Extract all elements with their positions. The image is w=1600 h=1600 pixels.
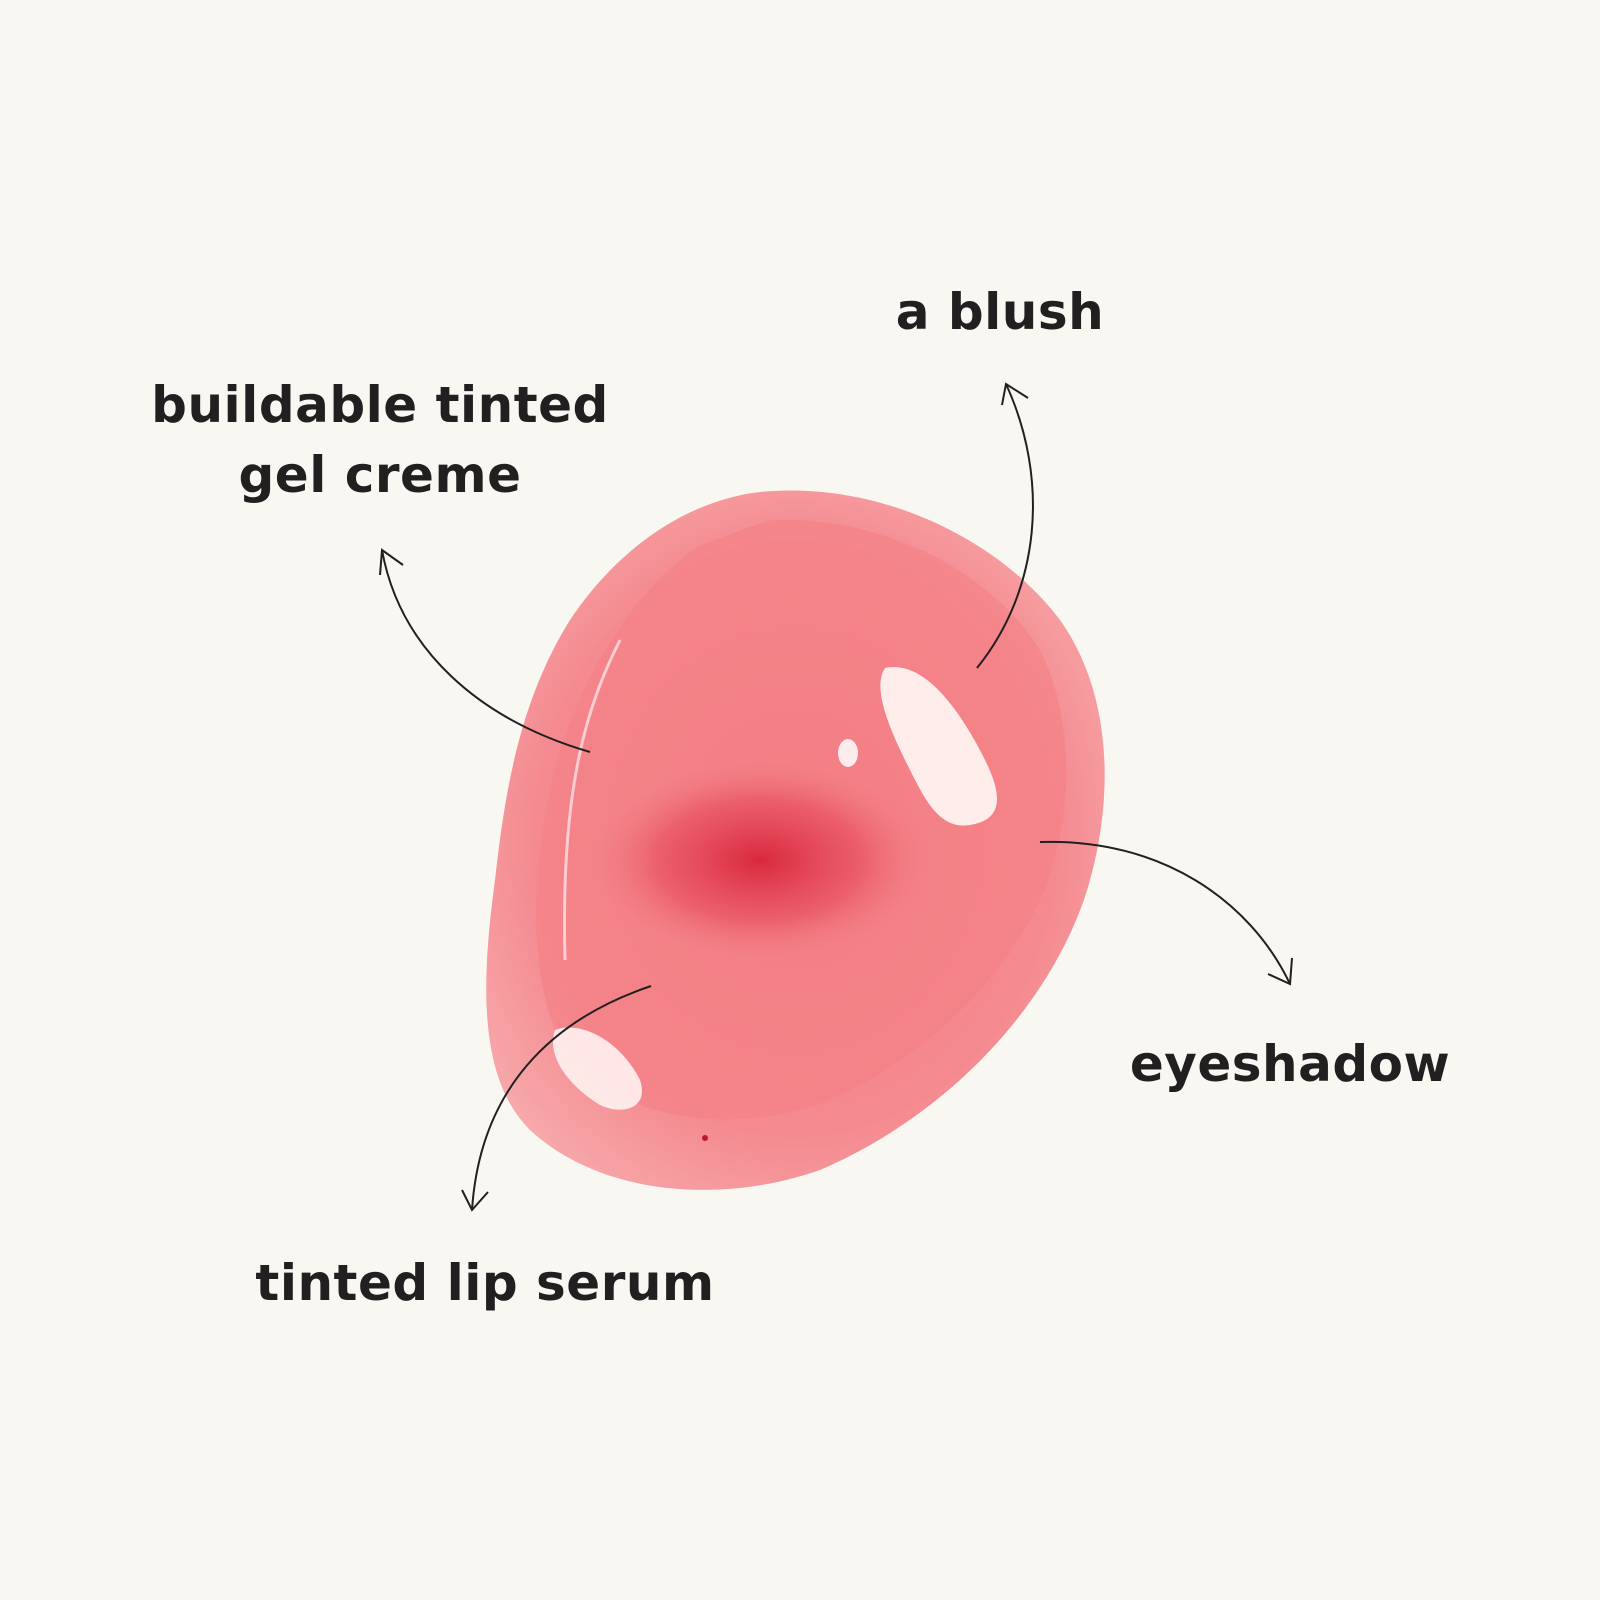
arrow-head-eyeshadow	[1267, 957, 1293, 986]
arrow-to-gel-creme	[381, 549, 591, 753]
gel-swatch	[486, 490, 1105, 1190]
label-eyeshadow: eyeshadow	[1129, 1035, 1451, 1093]
arrow-to-blush	[976, 383, 1034, 669]
arrow-to-eyeshadow	[1039, 840, 1291, 985]
arrow-head-lip-serum	[461, 1189, 489, 1212]
label-blush: a blush	[895, 283, 1105, 341]
arrow-to-lip-serum	[471, 985, 652, 1211]
label-gel-creme: buildable tinted gel creme	[120, 370, 640, 510]
label-gel-creme-line1: buildable tinted	[151, 376, 609, 434]
arrow-head-blush	[1001, 382, 1029, 406]
label-gel-creme-line2: gel creme	[238, 446, 522, 504]
label-lip-serum: tinted lip serum	[255, 1254, 715, 1312]
arrow-head-gel-creme	[379, 548, 404, 576]
arrows	[379, 382, 1293, 1212]
